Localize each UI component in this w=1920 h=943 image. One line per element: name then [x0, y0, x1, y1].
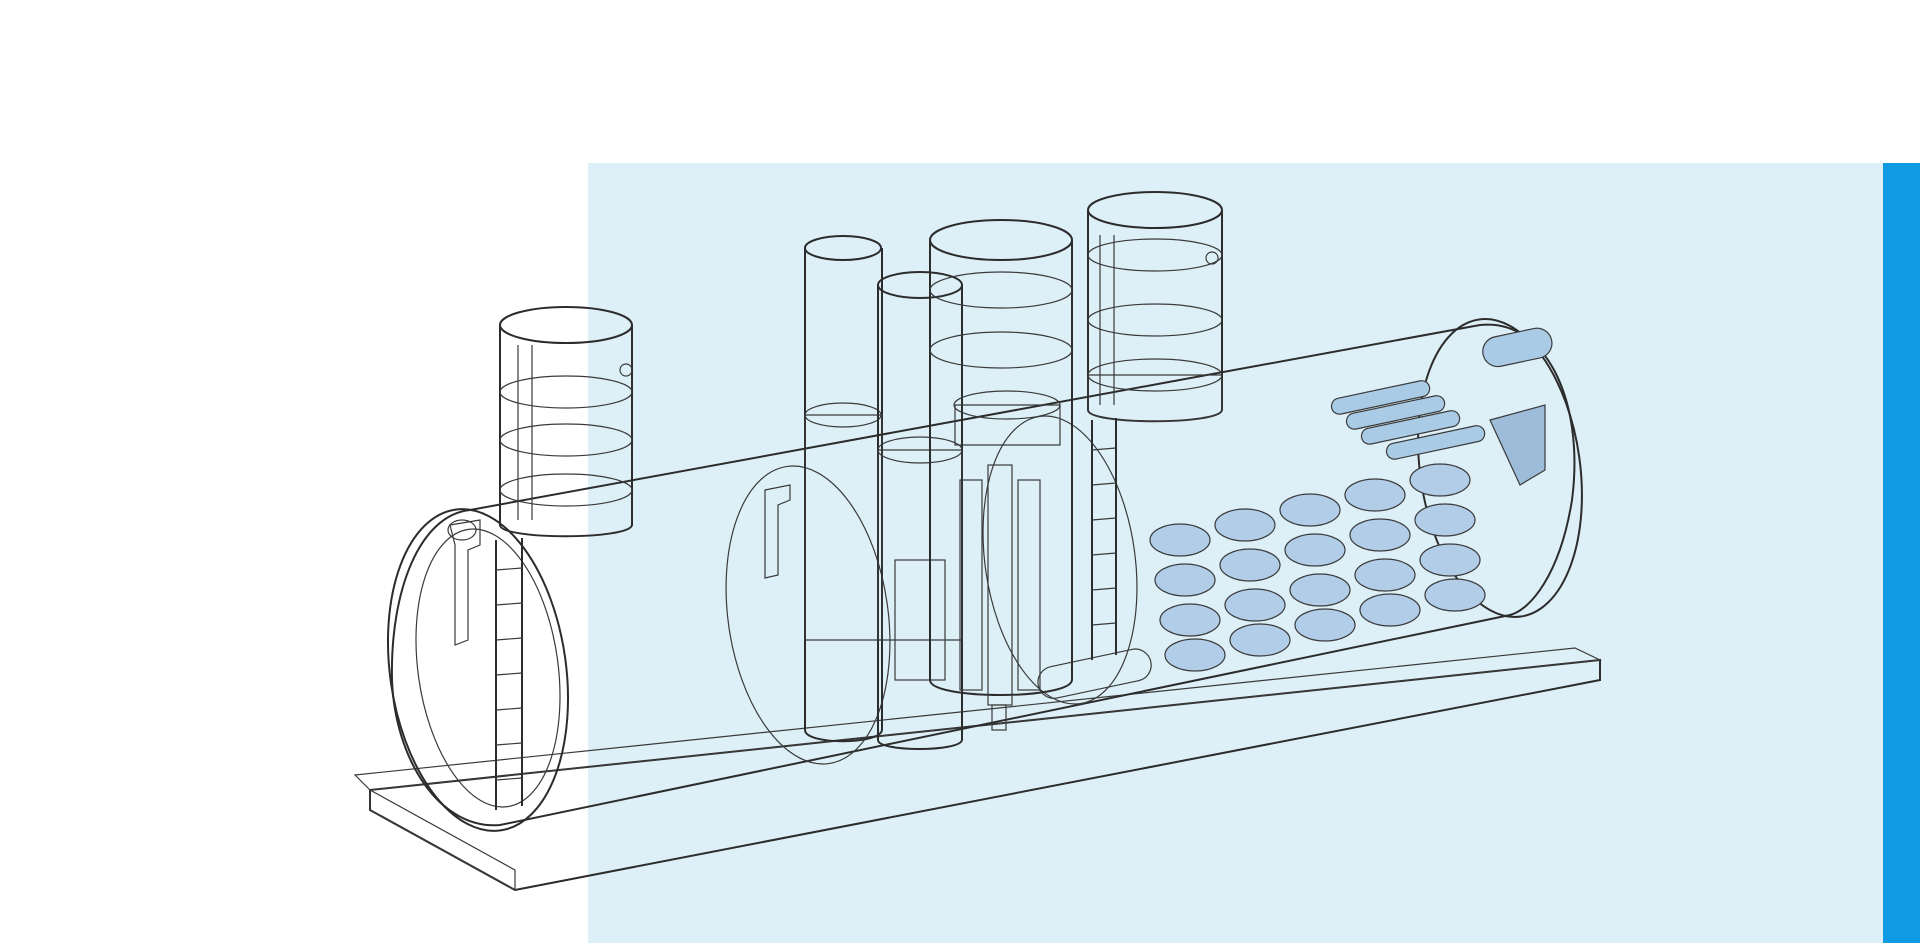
center-columns [764, 219, 1073, 750]
outlet-manifold [1330, 327, 1553, 486]
right-shaft [1087, 191, 1223, 660]
left-shaft [447, 306, 633, 810]
bottom-pipe [1037, 648, 1152, 699]
base-slab [353, 647, 1603, 892]
filter-media-bundle [1149, 463, 1486, 672]
main-tank [386, 318, 1583, 832]
accent-bar [1883, 163, 1920, 943]
